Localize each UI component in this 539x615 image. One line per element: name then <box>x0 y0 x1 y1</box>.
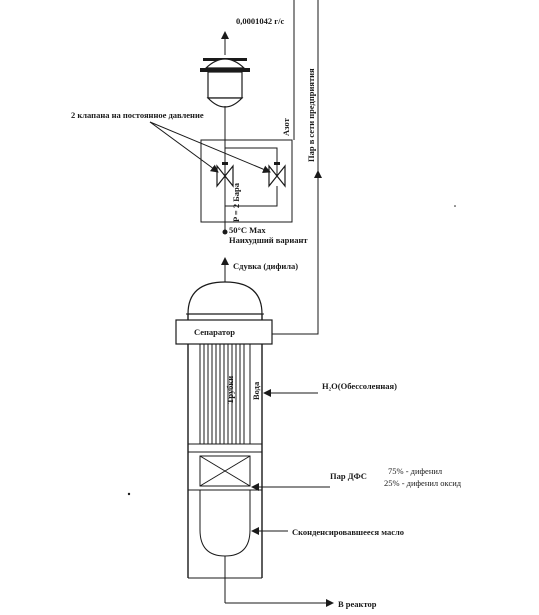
steam-net-label: Пар в сети предприятия <box>306 68 316 162</box>
speck <box>454 205 456 207</box>
speck <box>127 492 131 496</box>
demin-water-label: H₂O(Обессоленная) <box>322 381 397 391</box>
dfs-steam-label: Пар ДФС <box>330 471 367 481</box>
pressure-valve-left-icon <box>216 162 234 188</box>
flow-rate-label: 0,0001042 г/с <box>236 16 284 26</box>
valves-leader-lines <box>149 121 271 173</box>
nitrogen-label: Азот <box>281 117 291 136</box>
packing-block <box>188 451 262 491</box>
tube-bundle <box>188 343 262 445</box>
heat-exchanger-vessel <box>175 281 273 579</box>
blowdown-label: Сдувка (дифила) <box>233 261 298 271</box>
to-reactor-label: В реактор <box>338 599 377 609</box>
reactor-outlet-line <box>224 556 334 607</box>
water-label: Вода <box>251 381 261 400</box>
diphenyl-label: 75% - дифенил <box>388 466 443 476</box>
pressure-label: P = 2 Бара <box>231 182 241 222</box>
diphenyl-oxide-label: 25% - дифенил оксид <box>384 478 462 488</box>
temp-max-label: 50°С Max <box>229 225 266 235</box>
filter-vessel <box>200 58 250 108</box>
worst-case-label: Наихудший вариант <box>229 235 308 245</box>
steam-network-line <box>272 0 322 335</box>
valves-label: 2 клапана на постоянное давление <box>71 110 204 120</box>
temperature-point <box>222 229 228 235</box>
bottom-vessel <box>199 490 251 557</box>
tubes-label: Трубки <box>225 376 235 404</box>
condensed-oil-label: Сконденсировавшееся масло <box>292 527 404 537</box>
separator-label: Сепаратор <box>194 327 235 337</box>
pressure-valve-right-icon <box>268 162 286 188</box>
valve-box <box>200 139 293 223</box>
